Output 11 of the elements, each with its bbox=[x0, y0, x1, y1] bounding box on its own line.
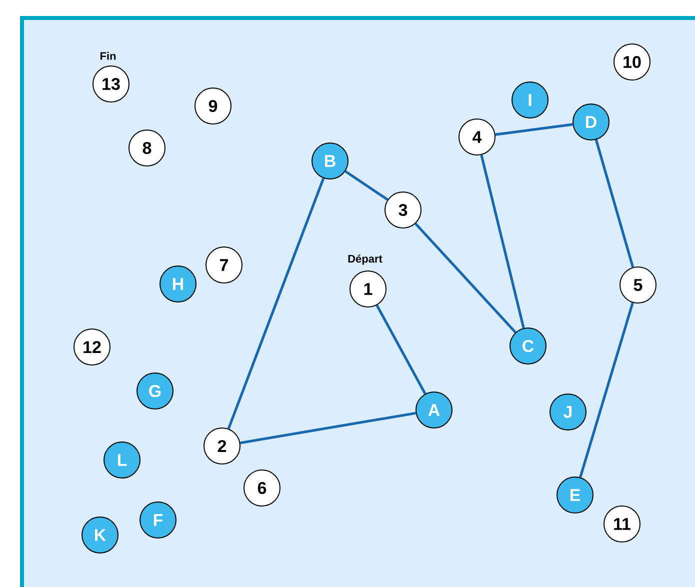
circle-caption: Fin bbox=[100, 52, 116, 60]
connector-line bbox=[344, 170, 388, 201]
connector-line bbox=[480, 154, 525, 328]
connector-line bbox=[227, 178, 325, 430]
connector-line bbox=[495, 123, 573, 136]
connector-line bbox=[376, 304, 426, 394]
connector-line bbox=[240, 412, 416, 444]
connector-line bbox=[579, 302, 634, 478]
connector-line bbox=[414, 222, 516, 334]
circle-caption: Départ bbox=[348, 254, 382, 265]
connector-line bbox=[594, 139, 634, 268]
